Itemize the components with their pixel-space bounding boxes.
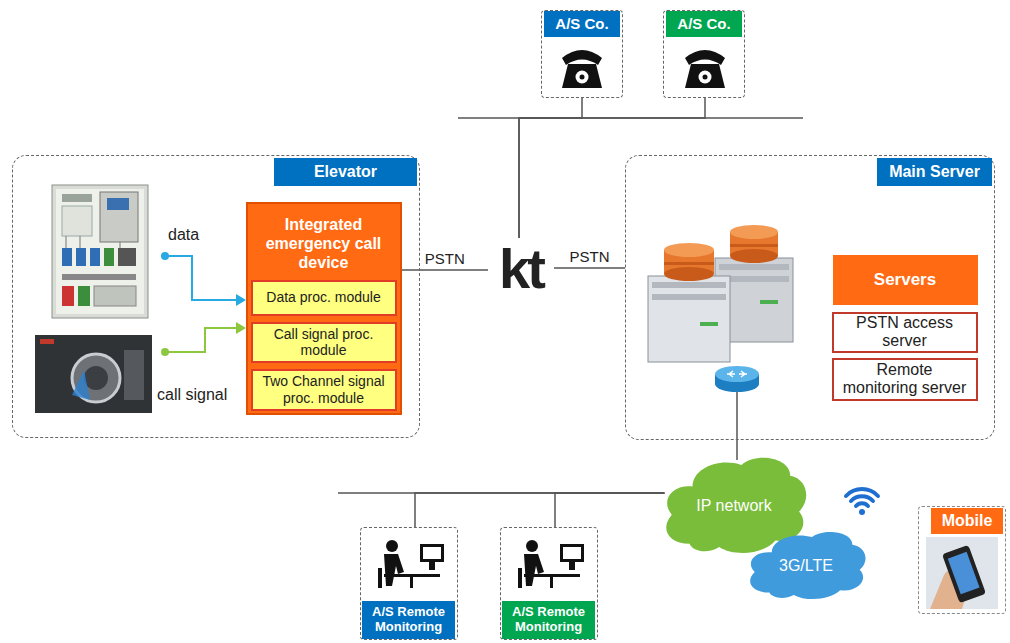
server-box: Servers — [833, 255, 978, 305]
node-text: Mobile — [931, 508, 1003, 534]
node-text: Two Channel signal proc. module — [253, 371, 395, 409]
company-box: A/S Co. — [663, 10, 745, 98]
device-box: Integrated emergency call deviceData pro… — [246, 202, 402, 415]
node-text: A/S Co. — [666, 11, 742, 37]
connector-line — [554, 267, 625, 269]
device-box: Mobile — [918, 506, 1006, 614]
node-text: A/S Remote Monitoring — [362, 601, 455, 639]
node-text: A/S Co. — [544, 11, 620, 37]
node-text: Main Server — [877, 158, 992, 186]
connector-line — [555, 493, 664, 527]
node-text: A/S Remote Monitoring — [502, 601, 595, 639]
router-icon — [715, 366, 759, 440]
module-box: Call signal proc. module — [251, 322, 397, 363]
network-cloud: 3G/LTE — [745, 528, 867, 604]
server-illustration — [648, 225, 793, 362]
region-box: Main ServerServersPSTN access serverRemo… — [625, 155, 995, 440]
node-text: Servers — [833, 255, 978, 305]
mobile-photo — [926, 537, 998, 609]
connector-line — [519, 98, 705, 238]
connector-line — [736, 440, 738, 460]
node-text: Data proc. module — [253, 282, 395, 314]
connector-line — [415, 493, 664, 527]
node-text: PSTN access server — [834, 314, 976, 351]
carrier-logo: kt — [488, 238, 554, 300]
node-text: kt — [488, 238, 554, 300]
module-box: Two Channel signal proc. module — [251, 369, 397, 411]
call-signal-arrow — [161, 322, 246, 356]
module-box: Data proc. module — [251, 280, 397, 316]
phone-icon — [562, 50, 602, 88]
operator-icon — [378, 540, 444, 588]
node-text: Elevator — [274, 158, 417, 186]
operator-icon — [518, 540, 584, 588]
signal-label: data — [168, 226, 199, 244]
signal-label: call signal — [157, 386, 227, 404]
server-box: Remote monitoring server — [832, 358, 978, 401]
phone-icon — [685, 50, 725, 88]
monitoring-box: A/S Remote Monitoring — [360, 527, 458, 640]
node-text: 3G/LTE — [745, 528, 867, 604]
connector-line — [402, 269, 489, 271]
node-text: Remote monitoring server — [834, 360, 976, 399]
connector-label: PSTN — [422, 250, 468, 267]
camera-photo — [35, 335, 152, 413]
connector-line — [519, 98, 582, 238]
control-panel-photo — [52, 185, 148, 318]
server-box: PSTN access server — [832, 312, 978, 353]
wifi-icon — [846, 489, 878, 515]
monitoring-box: A/S Remote Monitoring — [500, 527, 598, 640]
data-arrow — [161, 252, 246, 306]
company-box: A/S Co. — [541, 10, 623, 98]
connector-label: PSTN — [566, 248, 612, 265]
node-text: Call signal proc. module — [253, 324, 395, 361]
node-text: Integrated emergency call device — [248, 208, 400, 280]
